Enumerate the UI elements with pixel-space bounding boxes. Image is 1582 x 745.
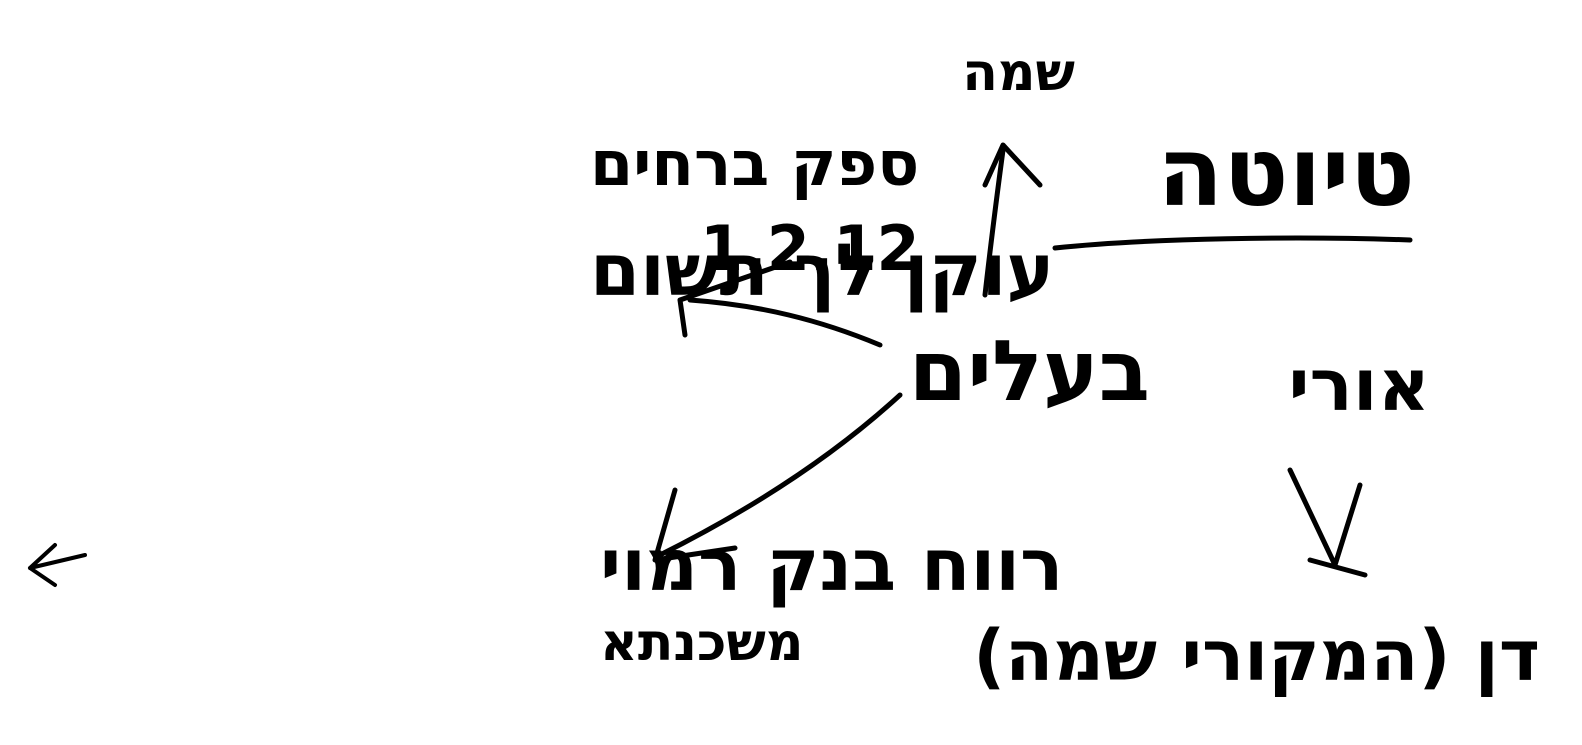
arrow-to-left-bottom bbox=[657, 392, 903, 558]
arrow-to-left-top-head bbox=[677, 259, 793, 338]
center-node: בעלים bbox=[909, 322, 1150, 420]
arrow-left-small bbox=[28, 543, 87, 587]
top-label: שמה bbox=[962, 43, 1075, 103]
title-underline bbox=[1052, 235, 1413, 251]
arrow-to-left-bottom-head bbox=[652, 487, 738, 563]
arrow-to-top-label-head bbox=[982, 142, 1043, 188]
arrow-to-left-top bbox=[687, 297, 883, 348]
left-top-line1: ספק ברחים bbox=[590, 127, 919, 200]
branch-right: אורי bbox=[1288, 343, 1430, 427]
arrow-down-to-bottom bbox=[1287, 467, 1368, 578]
left-top-numbers: 1.2.12 bbox=[700, 212, 920, 285]
arrow-to-top-label bbox=[982, 147, 1006, 298]
branch-bottom: דן (המקורי שמה) bbox=[973, 615, 1540, 697]
title-word: טיוטה bbox=[1157, 116, 1415, 228]
left-bottom-line2: משכנתא bbox=[600, 613, 803, 673]
left-top-line2: עוקן לך תשום bbox=[590, 228, 1054, 312]
left-bottom-line1: רווח בנק רמוי bbox=[600, 523, 1063, 607]
